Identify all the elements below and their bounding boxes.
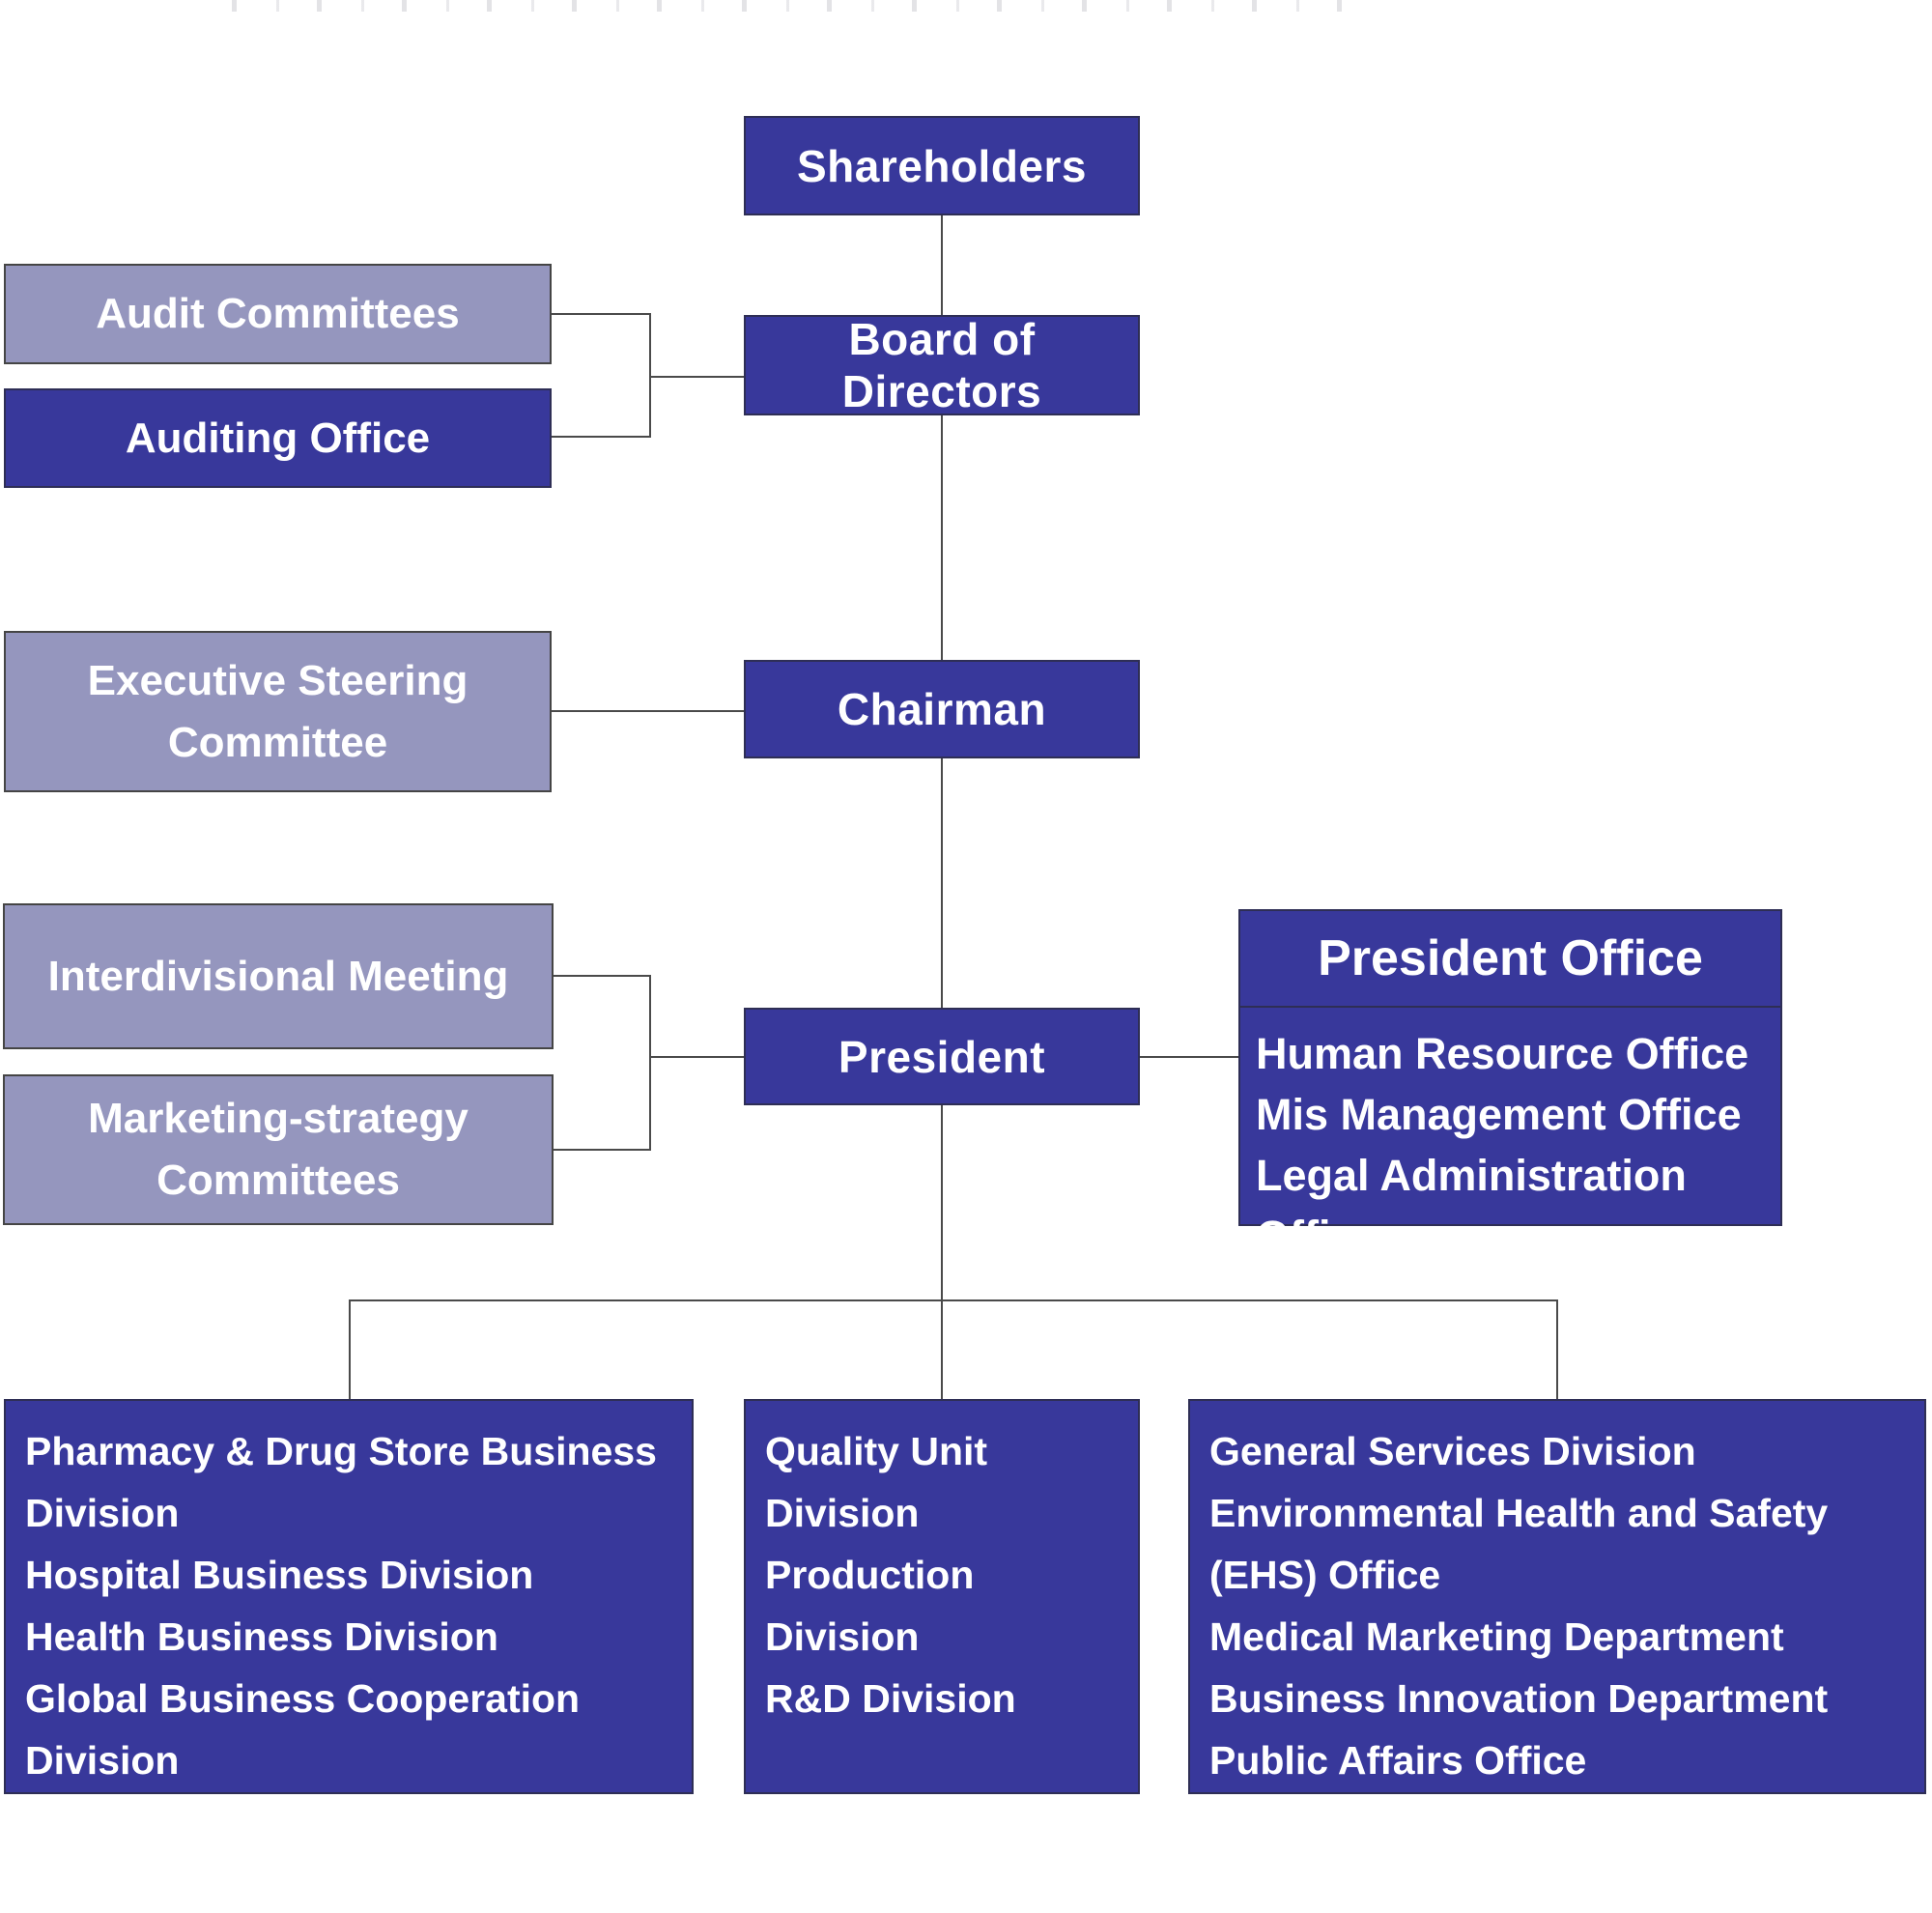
- connector-auditing-office-branch: [552, 436, 650, 438]
- distribution-line: [349, 1299, 1558, 1301]
- audit-committees-label: Audit Committees: [96, 290, 460, 338]
- board-of-directors-label: Board of Directors: [841, 314, 1042, 416]
- connector-shareholders-board: [941, 215, 943, 315]
- connector-audit-bracket: [649, 313, 651, 438]
- audit-committees-box: Audit Committees: [4, 264, 552, 364]
- top-scan-artifacts: [232, 0, 1372, 12]
- list-item: Human Resource Office: [1256, 1029, 1749, 1078]
- list-item: Production Division: [765, 1553, 975, 1659]
- interdivisional-meeting-label: Interdivisional Meeting: [47, 952, 509, 1000]
- list-item: Taipei Office: [1209, 1800, 1445, 1844]
- connector-meetings-to-president: [649, 1056, 744, 1058]
- connector-marketing-branch: [554, 1149, 650, 1151]
- connector-president-to-office: [1140, 1056, 1238, 1058]
- shareholders-label: Shareholders: [797, 140, 1087, 191]
- executive-steering-committee-box: Executive Steering Committee: [4, 631, 552, 792]
- president-box: President: [744, 1008, 1140, 1105]
- connector-board-chairman: [941, 415, 943, 660]
- connector-meeting-bracket: [649, 975, 651, 1151]
- connector-interdivisional-branch: [554, 975, 650, 977]
- list-item: General Services Division: [1209, 1429, 1696, 1473]
- auditing-office-box: Auditing Office: [4, 388, 552, 488]
- list-item: Business Innovation Department: [1209, 1676, 1829, 1721]
- interdivisional-meeting-box: Interdivisional Meeting: [3, 903, 554, 1049]
- marketing-strategy-committees-label: Marketing-strategy Committees: [88, 1095, 469, 1204]
- connector-steering-to-chairman: [552, 710, 744, 712]
- list-item: R&D Division: [765, 1676, 1016, 1721]
- executive-steering-committee-label: Executive Steering Committee: [87, 656, 469, 766]
- list-item: Health Business Division: [25, 1614, 498, 1659]
- president-office-title: President Office: [1240, 911, 1780, 1008]
- connector-president-divisions: [941, 1105, 943, 1399]
- drop-business-divisions: [349, 1299, 351, 1399]
- list-item: Pharmacy & Drug Store Business Division: [25, 1429, 657, 1535]
- list-item: Mis Management Office: [1256, 1090, 1742, 1139]
- list-item: Quality Unit Division: [765, 1429, 988, 1535]
- list-item: Hospital Business Division: [25, 1553, 534, 1597]
- president-label: President: [838, 1031, 1046, 1082]
- auditing-office-label: Auditing Office: [125, 414, 431, 462]
- connector-audit-to-board: [649, 376, 744, 378]
- shareholders-box: Shareholders: [744, 116, 1140, 215]
- marketing-strategy-committees-box: Marketing-strategy Committees: [3, 1074, 554, 1225]
- connector-chairman-president: [941, 758, 943, 1008]
- list-item: Public Affairs Office: [1209, 1738, 1587, 1783]
- chairman-label: Chairman: [837, 684, 1047, 734]
- list-item: Global Business Cooperation Division: [25, 1676, 581, 1783]
- chairman-box: Chairman: [744, 660, 1140, 758]
- drop-support-divisions: [1556, 1299, 1558, 1399]
- list-item: Environmental Health and Safety (EHS) Of…: [1209, 1491, 1829, 1597]
- board-of-directors-box: Board of Directors: [744, 314, 1140, 416]
- list-item: Legal Administration Office: [1256, 1151, 1687, 1261]
- connector-audit-committees-branch: [552, 313, 650, 315]
- list-item: Medical Marketing Department: [1209, 1614, 1784, 1659]
